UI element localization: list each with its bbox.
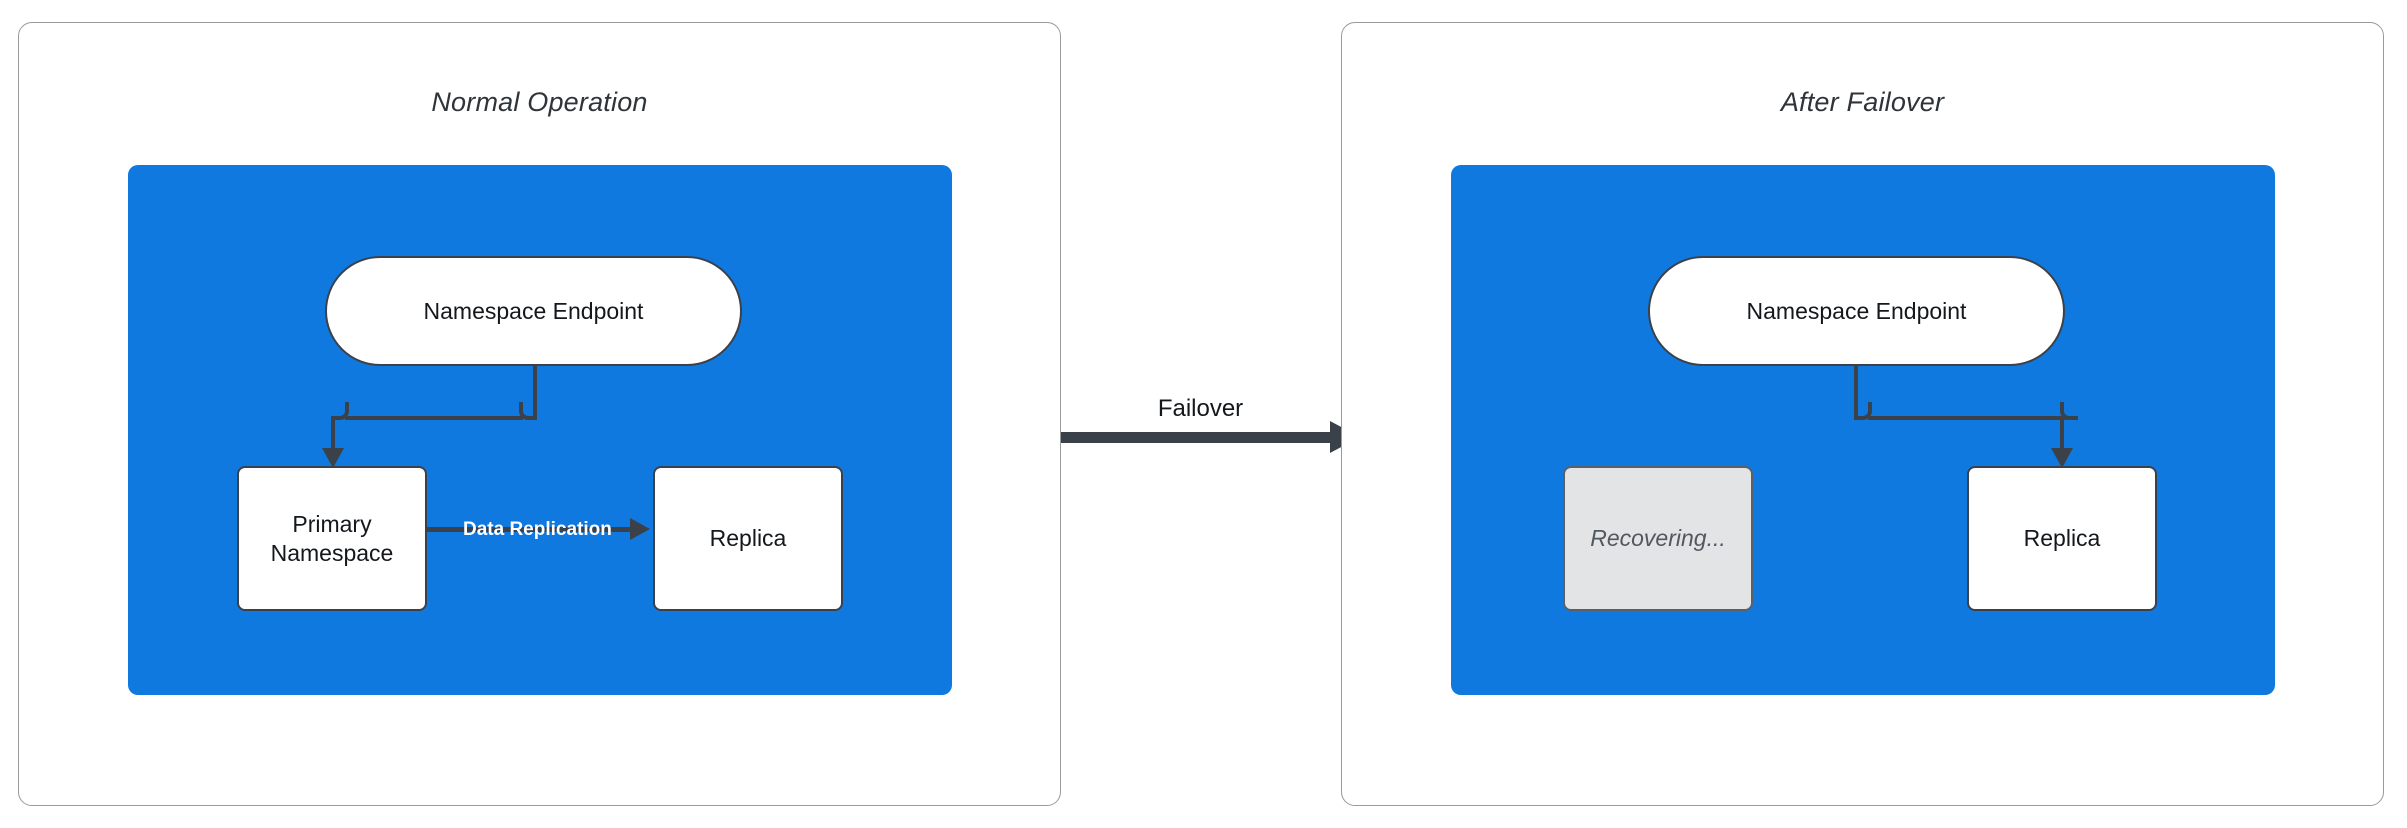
- edge-endpoint-to-primary-corner-b: [331, 402, 349, 420]
- node-namespace-endpoint-left[interactable]: Namespace Endpoint: [325, 256, 742, 366]
- failover-transition-label: Failover: [1157, 395, 1244, 422]
- failover-transition-shaft: [1061, 432, 1336, 443]
- cluster-normal-operation: [128, 165, 952, 695]
- node-namespace-endpoint-right[interactable]: Namespace Endpoint: [1648, 256, 2065, 366]
- edge-endpoint-to-primary-seg-down-a: [533, 366, 537, 416]
- edge-endpoint-to-replica-corner-b: [2060, 402, 2078, 420]
- edge-data-replication-arrowhead: [630, 518, 650, 540]
- edge-endpoint-to-replica-corner-a: [1854, 402, 1872, 420]
- cluster-after-failover: [1451, 165, 2275, 695]
- edge-endpoint-to-primary-corner-a: [519, 402, 537, 420]
- panel-title-after-failover: After Failover: [1780, 87, 1945, 117]
- edge-endpoint-to-replica-seg-horizontal: [1868, 416, 2066, 420]
- edge-endpoint-to-primary-seg-horizontal: [345, 416, 523, 420]
- node-recovering[interactable]: Recovering...: [1563, 466, 1753, 611]
- node-primary-namespace-line2: Namespace: [270, 539, 394, 566]
- node-replica-left[interactable]: Replica: [653, 466, 843, 611]
- node-primary-namespace[interactable]: Primary Namespace: [237, 466, 427, 611]
- edge-endpoint-to-primary-arrowhead: [322, 448, 344, 468]
- edge-endpoint-to-replica-arrowhead: [2051, 448, 2073, 468]
- edge-endpoint-to-replica-seg-down-b: [2060, 416, 2064, 451]
- edge-endpoint-to-primary-seg-down-b: [331, 416, 335, 451]
- panel-title-normal-operation: Normal Operation: [431, 87, 648, 117]
- node-primary-namespace-line1: Primary: [292, 511, 372, 538]
- edge-data-replication-label: Data Replication: [463, 519, 612, 540]
- node-replica-right[interactable]: Replica: [1967, 466, 2157, 611]
- edge-data-replication-shaft: [427, 527, 645, 532]
- edge-endpoint-to-replica-seg-down-a: [1854, 366, 1858, 416]
